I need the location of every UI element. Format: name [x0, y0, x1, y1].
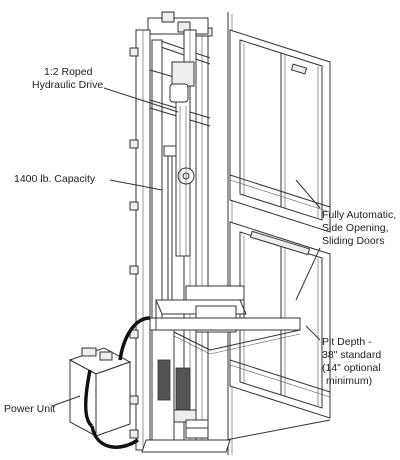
capacity-label: 1400 lb. Capacity: [14, 173, 96, 185]
doors-label-line3: Sliding Doors: [322, 235, 384, 247]
pit-label-line3: (14" optional: [322, 362, 381, 374]
drive-label-line2: Hydraulic Drive: [32, 79, 103, 91]
power-unit-label: Power Unit: [4, 403, 55, 415]
upper-door-frame: [229, 29, 331, 233]
leader-lines: [51, 87, 321, 407]
power-unit: [68, 316, 151, 449]
doors-label-line2: Side Opening,: [322, 222, 389, 234]
pit-label-line1: Pit Depth -: [322, 336, 372, 348]
pit-equipment: [141, 329, 231, 453]
pit-label-line4: minimum): [326, 375, 372, 387]
lower-door-frame: [225, 221, 331, 441]
pit-label-line2: 38" standard: [322, 349, 381, 361]
doors-label-line1: Fully Automatic,: [322, 209, 396, 221]
hydraulic-cylinder: [163, 61, 195, 300]
drive-label-line1: 1:2 Roped: [44, 66, 93, 78]
car-platform: [149, 285, 301, 355]
